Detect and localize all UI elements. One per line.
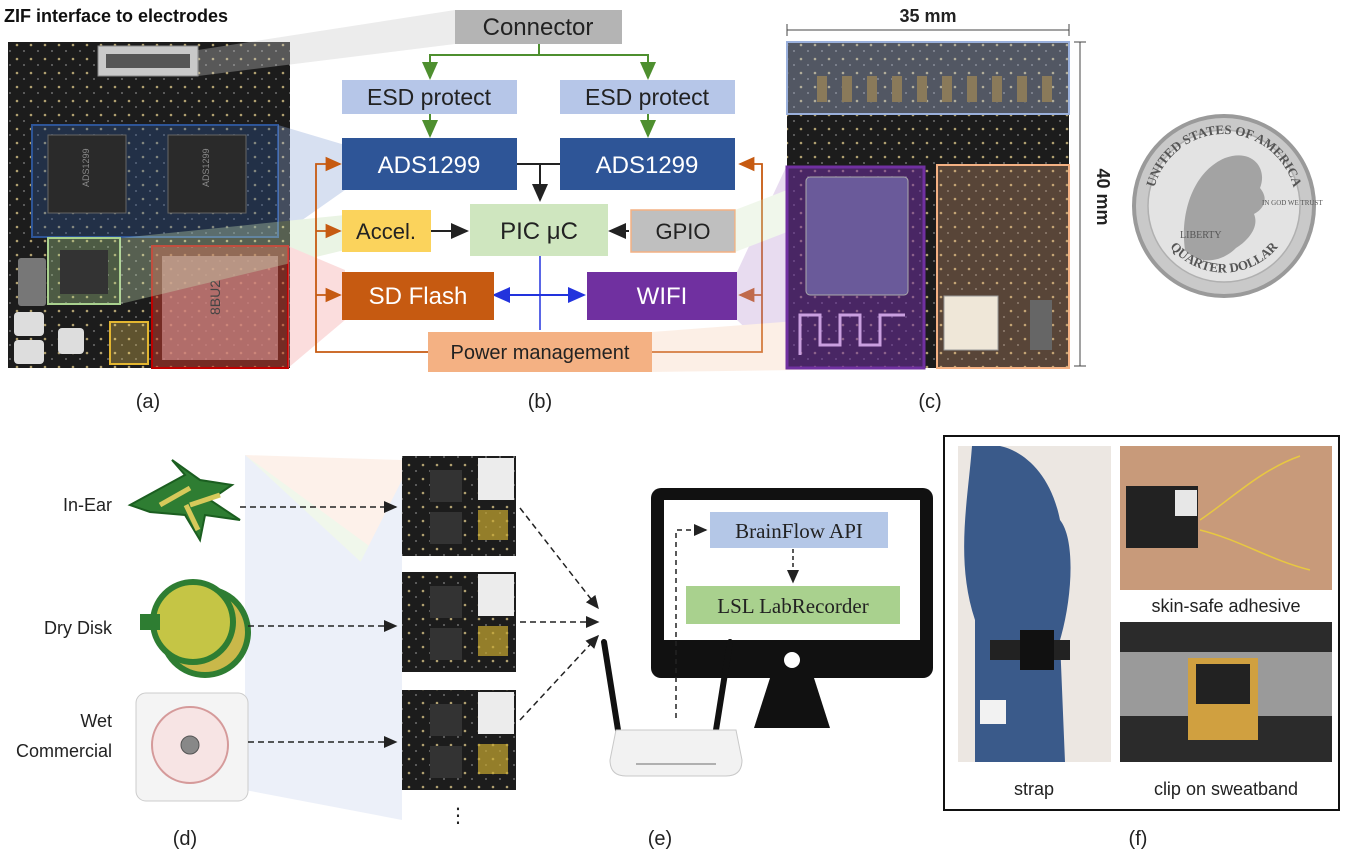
wifi-label: WIFI bbox=[637, 283, 688, 310]
panel-f: strap skin-safe adhesive clip on sweatba… bbox=[943, 435, 1340, 850]
coin-motto-text: IN GOD WE TRUST bbox=[1262, 199, 1323, 207]
esd-left-box bbox=[342, 80, 517, 114]
caption-a: (a) bbox=[136, 391, 160, 413]
power-label: Power management bbox=[451, 342, 630, 364]
svg-text:8BU2: 8BU2 bbox=[207, 280, 223, 315]
lsl-label: LSL LabRecorder bbox=[717, 594, 868, 618]
ads-right-label: ADS1299 bbox=[596, 152, 699, 179]
caption-f: (f) bbox=[1129, 828, 1148, 850]
panel-a: ZIF interface to electrodes ADS1299 ADS1… bbox=[4, 6, 290, 413]
panel-e: BrainFlow API LSL LabRecorder (e) bbox=[601, 488, 933, 850]
board-3 bbox=[402, 690, 516, 790]
gpio-label: GPIO bbox=[655, 219, 710, 244]
brainflow-box bbox=[710, 512, 888, 548]
ads-right-box bbox=[560, 138, 735, 190]
ads-left-box bbox=[342, 138, 517, 190]
adc-chip-2 bbox=[167, 134, 247, 214]
panel-c: 35 mm 40 mm UNITED STATES OF AMERICA QUA… bbox=[785, 6, 1323, 413]
panel-b: Connector ESD protect ESD protect ADS129… bbox=[315, 10, 763, 413]
sd-flash-box bbox=[342, 272, 494, 320]
connector-box bbox=[455, 10, 622, 44]
sd-flash-label: SD Flash bbox=[369, 283, 468, 310]
caption-c: (c) bbox=[918, 391, 941, 413]
wifi-box bbox=[587, 272, 737, 320]
pic-label: PIC μC bbox=[500, 218, 578, 245]
skin-safe-label: skin-safe adhesive bbox=[1151, 596, 1300, 616]
wet-label-line2: Commercial bbox=[16, 741, 112, 761]
wet-electrode bbox=[135, 692, 249, 802]
wifi-router bbox=[601, 639, 743, 777]
esd-right-label: ESD protect bbox=[585, 84, 710, 110]
connector-label: Connector bbox=[483, 14, 594, 41]
board-2 bbox=[402, 572, 516, 672]
power-box bbox=[428, 332, 652, 372]
more-boards-ellipsis: ⋮ bbox=[448, 805, 468, 827]
pic-box bbox=[470, 204, 608, 256]
width-dimension-label: 35 mm bbox=[899, 6, 956, 26]
caption-b: (b) bbox=[528, 391, 552, 413]
panel-d: In-Ear Dry Disk Wet Commercial bbox=[16, 455, 600, 850]
caption-e: (e) bbox=[648, 828, 672, 850]
clip-sweatband-label: clip on sweatband bbox=[1154, 779, 1298, 799]
lsl-box bbox=[686, 586, 900, 624]
esd-right-box bbox=[560, 80, 735, 114]
wet-label-line1: Wet bbox=[80, 711, 112, 731]
monitor-led bbox=[784, 652, 800, 668]
height-dimension-label: 40 mm bbox=[1093, 168, 1113, 225]
in-ear-electrode bbox=[127, 459, 241, 543]
strap-label: strap bbox=[1014, 779, 1054, 799]
adc-chip-1 bbox=[47, 134, 127, 214]
ads-left-label: ADS1299 bbox=[378, 152, 481, 179]
monitor-stand bbox=[754, 678, 830, 728]
board-1 bbox=[402, 456, 516, 556]
dry-disk-electrode bbox=[140, 579, 251, 678]
quarter-coin: UNITED STATES OF AMERICA QUARTER DOLLAR … bbox=[1132, 114, 1323, 298]
panel-a-title: ZIF interface to electrodes bbox=[4, 6, 228, 26]
accel-label: Accel. bbox=[356, 219, 416, 244]
pcb-antenna bbox=[798, 313, 905, 355]
brainflow-label: BrainFlow API bbox=[735, 519, 863, 543]
washington-profile bbox=[1183, 155, 1265, 261]
battery-connector bbox=[943, 295, 999, 351]
caption-d: (d) bbox=[173, 828, 197, 850]
wifi-module-shield bbox=[805, 176, 909, 296]
coin-liberty-text: LIBERTY bbox=[1180, 230, 1222, 241]
dry-disk-label: Dry Disk bbox=[44, 618, 113, 638]
accel-region-highlight bbox=[109, 321, 149, 365]
accel-box bbox=[342, 210, 431, 252]
wedges-a-b bbox=[120, 10, 455, 368]
gpio-box bbox=[630, 209, 736, 253]
svg-text:ADS1299: ADS1299 bbox=[81, 148, 91, 187]
esd-left-label: ESD protect bbox=[367, 84, 492, 110]
svg-text:ADS1299: ADS1299 bbox=[201, 148, 211, 187]
esd-components bbox=[817, 76, 1052, 102]
in-ear-label: In-Ear bbox=[63, 495, 112, 515]
panel-d-fan bbox=[245, 455, 402, 820]
